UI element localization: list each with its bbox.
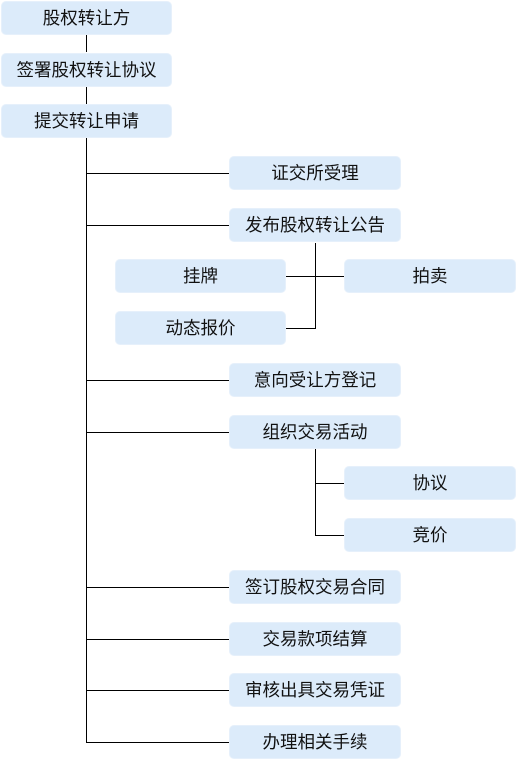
node-submit-application: 提交转让申请	[1, 104, 172, 138]
node-dynamic-quote: 动态报价	[115, 311, 286, 345]
node-transferor: 股权转让方	[1, 1, 172, 35]
node-bidding: 竞价	[344, 518, 516, 552]
node-exchange-accept: 证交所受理	[229, 156, 401, 190]
node-transferee-register: 意向受让方登记	[229, 363, 401, 397]
node-agreement: 协议	[344, 466, 516, 500]
node-procedures: 办理相关手续	[229, 725, 401, 759]
node-sign-agreement: 签署股权转让协议	[1, 53, 172, 87]
node-auction: 拍卖	[344, 259, 516, 293]
node-sign-contract: 签订股权交易合同	[229, 570, 401, 604]
node-organize-trading: 组织交易活动	[229, 415, 401, 449]
node-publish-notice: 发布股权转让公告	[229, 208, 401, 242]
node-issue-voucher: 审核出具交易凭证	[229, 673, 401, 707]
node-settlement: 交易款项结算	[229, 622, 401, 656]
node-listing: 挂牌	[115, 259, 286, 293]
